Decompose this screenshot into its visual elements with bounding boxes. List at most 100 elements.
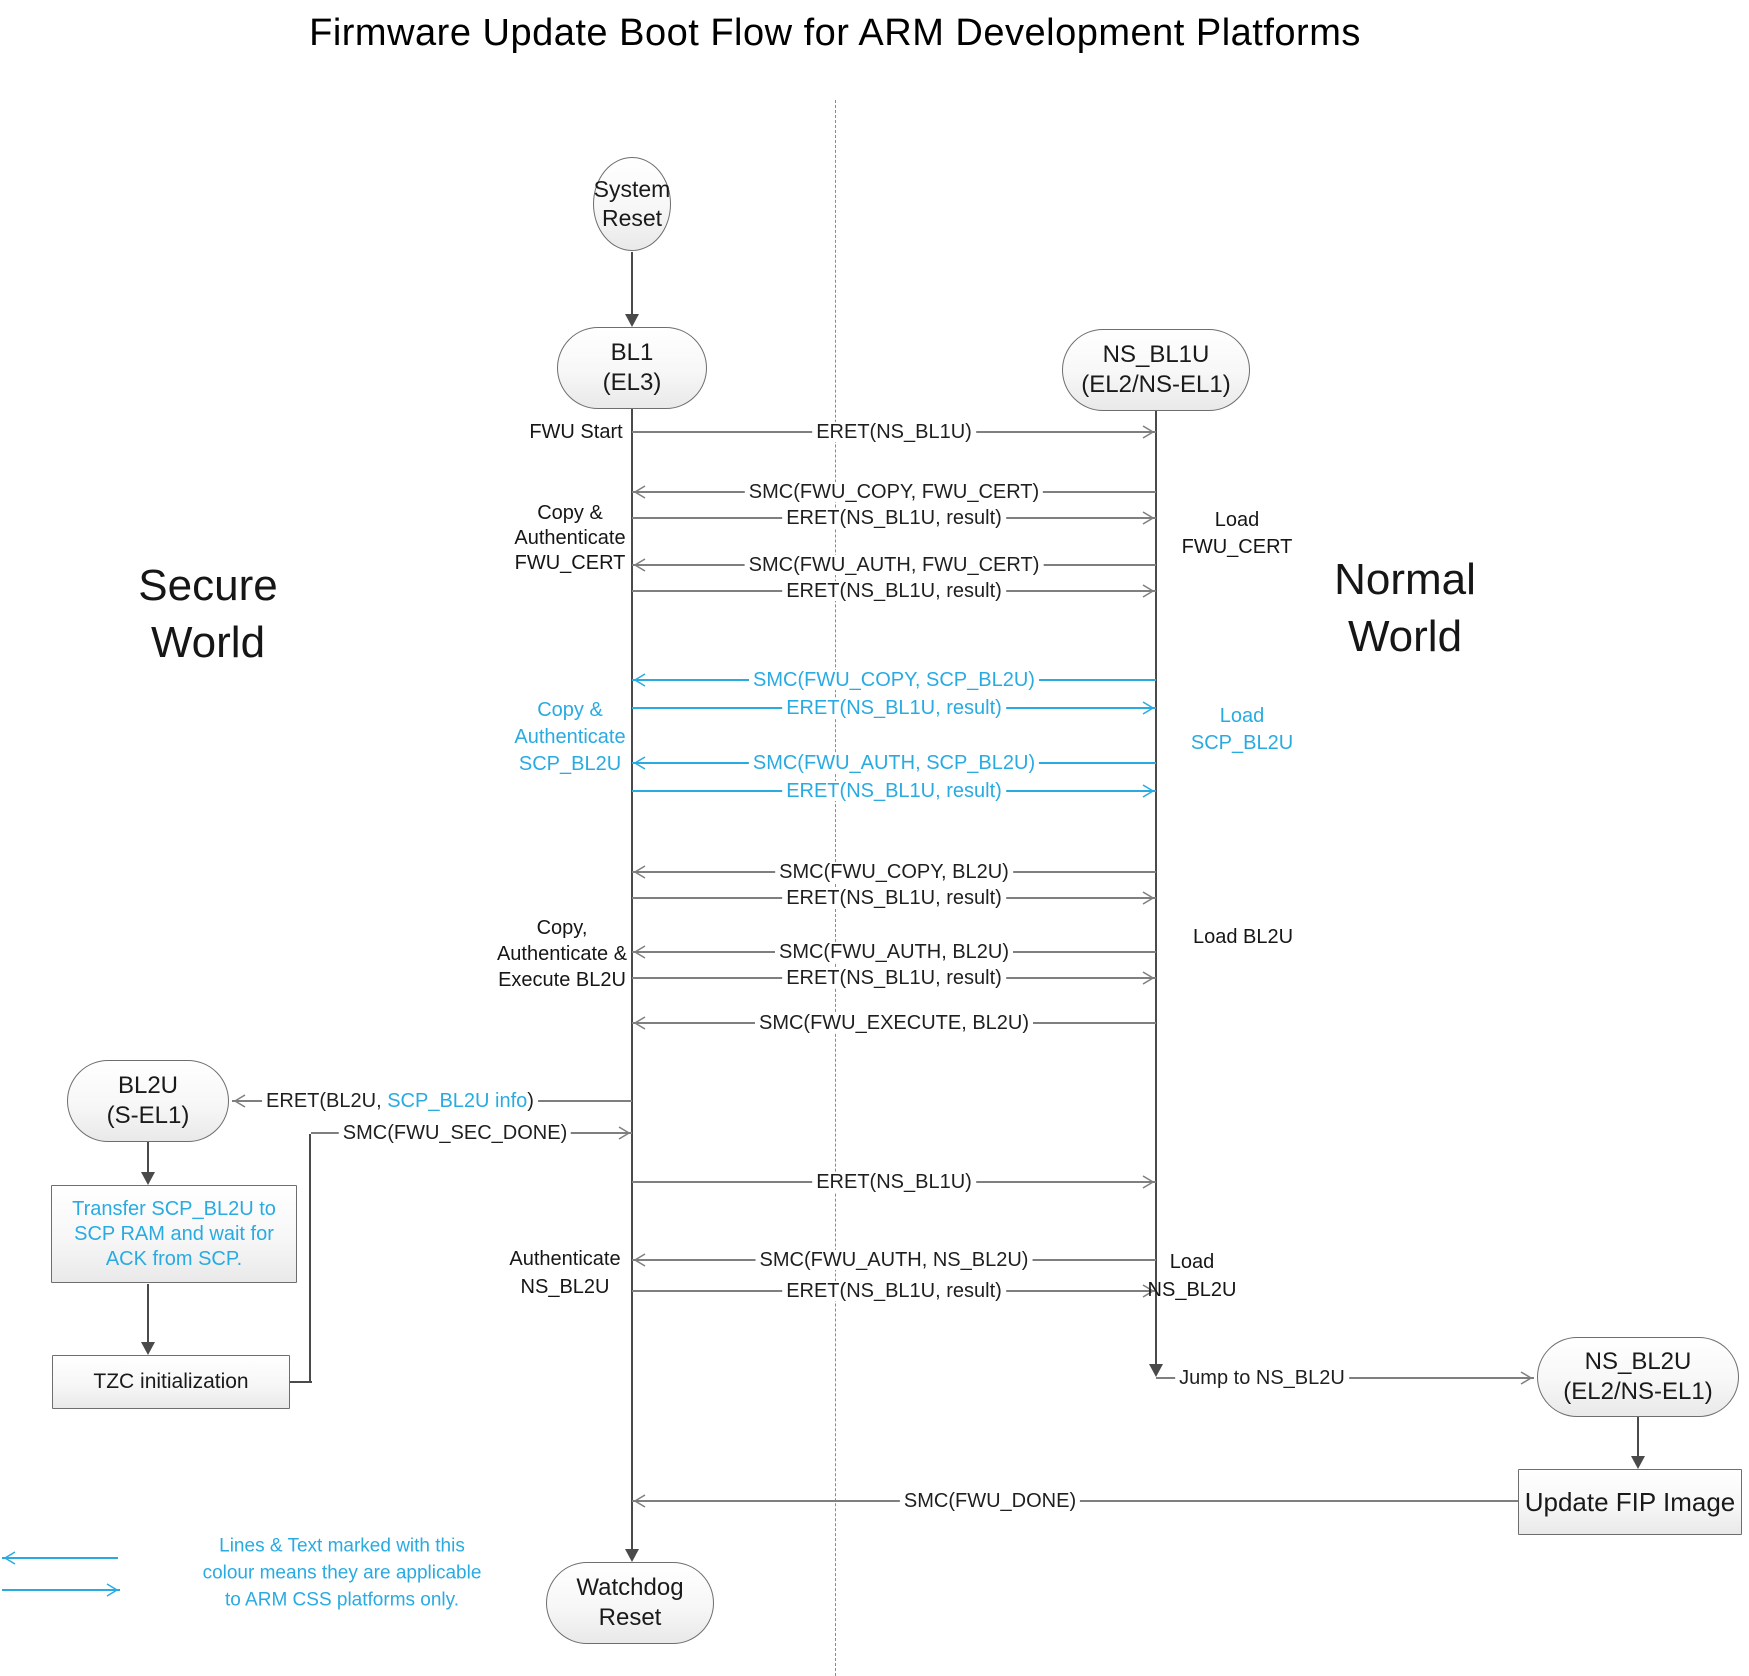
copy-auth-fwu-cert-label-line-0: Copy & [537, 502, 603, 524]
load-fwu-cert-label-line-0: Load [1214, 509, 1260, 531]
message-label-part: SMC(FWU_AUTH, FWU_CERT) [748, 554, 1040, 576]
node-bl2u: BL2U (S-EL1) [67, 1060, 229, 1142]
message-label-part: SMC(FWU_AUTH, BL2U) [778, 941, 1010, 963]
node-label-line: (EL3) [602, 369, 662, 396]
tzc-return-connector-h [290, 1381, 312, 1383]
copy-auth-scp-bl2u-label-line-0: Copy & [537, 699, 603, 721]
smc-fwu-sec-done-label: SMC(FWU_SEC_DONE) [338, 1122, 572, 1144]
eret-result-4-label: ERET(NS_BL1U, result) [782, 781, 1006, 801]
message-label-part: SMC(FWU_DONE) [903, 1490, 1077, 1512]
smc-fwu-auth-ns-bl2u-arrowhead-icon [632, 1252, 648, 1268]
eret-result-6-arrowhead-icon [1140, 970, 1156, 986]
authenticate-ns-bl2u-label-line-0: Authenticate [509, 1248, 621, 1270]
eret-ns-bl1u-start-arrowhead-icon [1140, 424, 1156, 440]
load-bl2u-label-line-0: Load BL2U [1192, 926, 1294, 948]
eret-result-2-label: ERET(NS_BL1U, result) [782, 581, 1006, 601]
smc-fwu-auth-scp-bl2u-arrowhead-icon [632, 755, 648, 771]
node-ns-bl1u: NS_BL1U(EL2/NS-EL1) [1062, 329, 1250, 411]
message-label-part: ERET(NS_BL1U, result) [786, 887, 1002, 909]
load-scp-bl2u-label-line-0: Load [1219, 705, 1265, 727]
message-label-part: ERET(NS_BL1U) [816, 1171, 972, 1193]
reset-to-bl1-arrow [631, 252, 633, 314]
eret-ns-bl1u-start-label: ERET(NS_BL1U) [812, 422, 976, 442]
node-label-line: TZC initialization [93, 1369, 249, 1393]
node-label-line: Update FIP Image [1524, 1486, 1736, 1517]
eret-result-4-arrowhead-icon [1140, 783, 1156, 799]
smc-fwu-auth-fwu-cert-label: SMC(FWU_AUTH, FWU_CERT) [744, 554, 1044, 576]
copy-auth-exec-bl2u-label-line-2: Execute BL2U [498, 969, 626, 991]
node-watchdog-reset: Watchdog Reset [546, 1562, 714, 1644]
smc-fwu-execute-bl2u-arrowhead-icon [632, 1015, 648, 1031]
smc-fwu-auth-bl2u-label: SMC(FWU_AUTH, BL2U) [774, 941, 1014, 963]
message-label-part: SMC(FWU_COPY, SCP_BL2U) [753, 669, 1035, 691]
message-label-part: SMC(FWU_EXECUTE, BL2U) [758, 1012, 1030, 1034]
message-label-part: SMC(FWU_SEC_DONE) [342, 1122, 568, 1144]
message-label-part: SMC(FWU_COPY, FWU_CERT) [748, 481, 1040, 503]
eret-bl2u-scp-info-arrowhead-icon [232, 1093, 248, 1109]
eret-result-1-label: ERET(NS_BL1U, result) [782, 508, 1006, 528]
node-label-line: Reset [601, 205, 663, 231]
secure-world-label-line-1: World [150, 618, 266, 667]
bl2u-to-transfer-arrow [146, 1142, 150, 1172]
legend-text-line-0: Lines & Text marked with this [219, 1535, 465, 1557]
message-label-part: SMC(FWU_AUTH, NS_BL2U) [759, 1249, 1029, 1271]
ns-bl1u-lifeline [1155, 411, 1157, 1364]
node-label-line: SCP RAM and wait for [74, 1222, 274, 1245]
smc-fwu-copy-bl2u-label: SMC(FWU_COPY, BL2U) [775, 862, 1013, 882]
message-label-part: ERET(NS_BL1U, result) [786, 967, 1002, 989]
node-label-line: (EL2/NS-EL1) [1563, 1378, 1713, 1405]
smc-fwu-execute-bl2u-label: SMC(FWU_EXECUTE, BL2U) [754, 1012, 1034, 1034]
message-label-part: ERET(BL2U, [266, 1090, 388, 1112]
eret-result-7-arrowhead-icon [1140, 1283, 1156, 1299]
normal-world-label-line-1: World [1347, 612, 1463, 661]
authenticate-ns-bl2u-label-line-1: NS_BL2U [520, 1276, 610, 1298]
diagram-title: Firmware Update Boot Flow for ARM Develo… [309, 12, 1361, 54]
legend-text-line-1: colour means they are applicable [202, 1562, 482, 1584]
smc-fwu-auth-ns-bl2u-label: SMC(FWU_AUTH, NS_BL2U) [755, 1249, 1033, 1271]
bl1-lifeline [631, 409, 633, 1549]
smc-fwu-auth-fwu-cert-arrowhead-icon [632, 557, 648, 573]
node-label-line: Watchdog Reset [576, 1574, 684, 1631]
eret-result-5-label: ERET(NS_BL1U, result) [782, 888, 1006, 908]
bl2u-to-transfer-arrow-arrowhead-icon [141, 1172, 155, 1185]
message-label-part: ERET(NS_BL1U, result) [786, 1280, 1002, 1302]
eret-bl2u-scp-info-label: ERET(BL2U, SCP_BL2U info) [262, 1091, 538, 1111]
node-label-line: Transfer SCP_BL2U to [72, 1197, 276, 1220]
smc-fwu-done-label: SMC(FWU_DONE) [899, 1490, 1081, 1512]
smc-fwu-copy-scp-bl2u-label: SMC(FWU_COPY, SCP_BL2U) [749, 670, 1039, 690]
smc-fwu-auth-bl2u-arrowhead-icon [632, 944, 648, 960]
ns-bl1u-lifeline-arrowhead-icon [1149, 1364, 1163, 1377]
node-update-fip-image: Update FIP Image [1518, 1469, 1742, 1535]
node-bl1: BL1(EL3) [557, 327, 707, 409]
smc-fwu-copy-bl2u-arrowhead-icon [632, 864, 648, 880]
eret-result-7-label: ERET(NS_BL1U, result) [782, 1281, 1006, 1301]
smc-fwu-copy-fwu-cert-arrowhead-icon [632, 484, 648, 500]
copy-auth-exec-bl2u-label-line-0: Copy, [536, 917, 588, 939]
eret-result-6-label: ERET(NS_BL1U, result) [782, 968, 1006, 988]
message-label-part: Jump to NS_BL2U [1179, 1367, 1345, 1389]
smc-fwu-copy-scp-bl2u-arrowhead-icon [632, 672, 648, 688]
copy-auth-scp-bl2u-label-line-2: SCP_BL2U [518, 753, 622, 775]
fwu-start-label-line-0: FWU Start [529, 421, 623, 443]
node-label-line: NS_BL2U [1584, 1348, 1692, 1375]
jump-to-ns-bl2u-arrowhead-icon [1518, 1370, 1534, 1386]
node-label-line: (S-EL1) [106, 1102, 190, 1129]
load-ns-bl2u-label-line-1: NS_BL2U [1147, 1279, 1237, 1301]
node-label-line: ACK from SCP. [105, 1247, 243, 1270]
legend-right-arrow-line [2, 1589, 120, 1591]
copy-auth-fwu-cert-label-line-1: Authenticate [514, 527, 626, 549]
legend-left-arrow-arrowhead-icon [2, 1550, 18, 1566]
message-label-part: ) [527, 1090, 534, 1112]
copy-auth-exec-bl2u-label-line-1: Authenticate & [496, 943, 628, 965]
node-label-line: System [593, 176, 671, 203]
message-label-part: ERET(NS_BL1U, result) [786, 780, 1002, 802]
bl1-lifeline-arrowhead-icon [625, 1549, 639, 1562]
message-label-part: ERET(NS_BL1U, result) [786, 580, 1002, 602]
eret-ns-bl1u-2-arrowhead-icon [1140, 1174, 1156, 1190]
normal-world-label-line-0: Normal [1334, 555, 1476, 604]
load-ns-bl2u-label-line-0: Load [1169, 1251, 1215, 1273]
node-label-line: BL2U [117, 1072, 179, 1099]
